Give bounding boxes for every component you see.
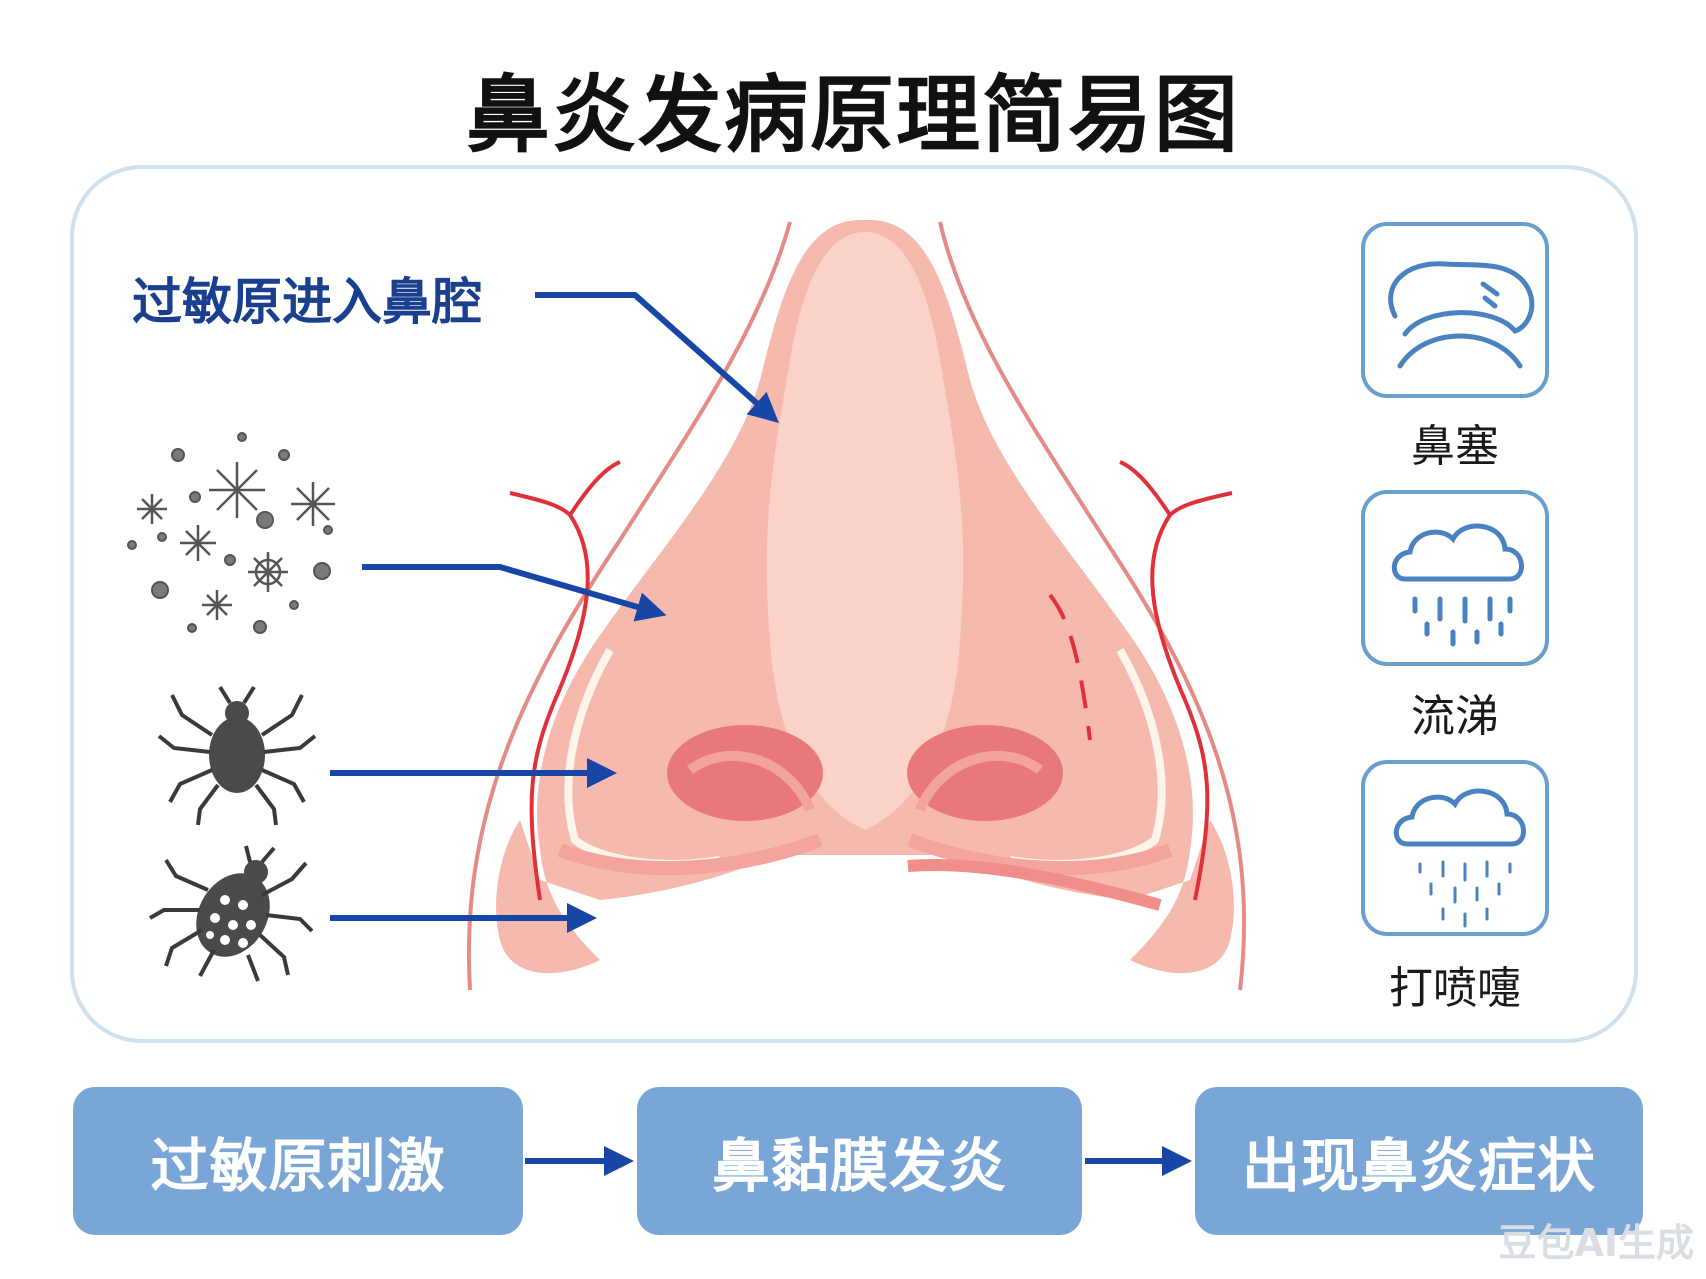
symptom-label-runny-nose: 流涕 <box>1411 691 1499 742</box>
symptom-card-runny-nose <box>1361 490 1549 666</box>
flow-step-allergen-stimulus: 过敏原刺激 <box>73 1087 523 1235</box>
symptom-card-sneezing <box>1361 760 1549 936</box>
allergen-arrows <box>330 292 779 933</box>
allergen-entry-label: 过敏原进入鼻腔 <box>132 273 482 331</box>
watermark: 豆包AI生成 <box>1498 1221 1694 1265</box>
bug-icon <box>149 845 314 982</box>
blood-vessels <box>509 460 1233 901</box>
flow-step-mucosa-inflammation: 鼻黏膜发炎 <box>637 1087 1082 1235</box>
symptom-label-sneezing: 打喷嚏 <box>1389 963 1521 1014</box>
nose-outline <box>466 221 1247 991</box>
pollen-particles-icon <box>127 432 335 634</box>
nose-body <box>496 220 1234 974</box>
nose-block-icon <box>1388 261 1535 369</box>
drizzle-cloud-icon <box>1393 788 1526 928</box>
symptom-card-nasal-congestion <box>1361 222 1549 398</box>
page-title: 鼻炎发病原理简易图 <box>465 66 1240 164</box>
rain-cloud-icon <box>1391 523 1524 647</box>
dust-mite-icon <box>157 685 317 826</box>
symptom-label-nasal-congestion: 鼻塞 <box>1411 421 1499 472</box>
flow-step-symptoms-appear: 出现鼻炎症状 <box>1195 1087 1643 1235</box>
